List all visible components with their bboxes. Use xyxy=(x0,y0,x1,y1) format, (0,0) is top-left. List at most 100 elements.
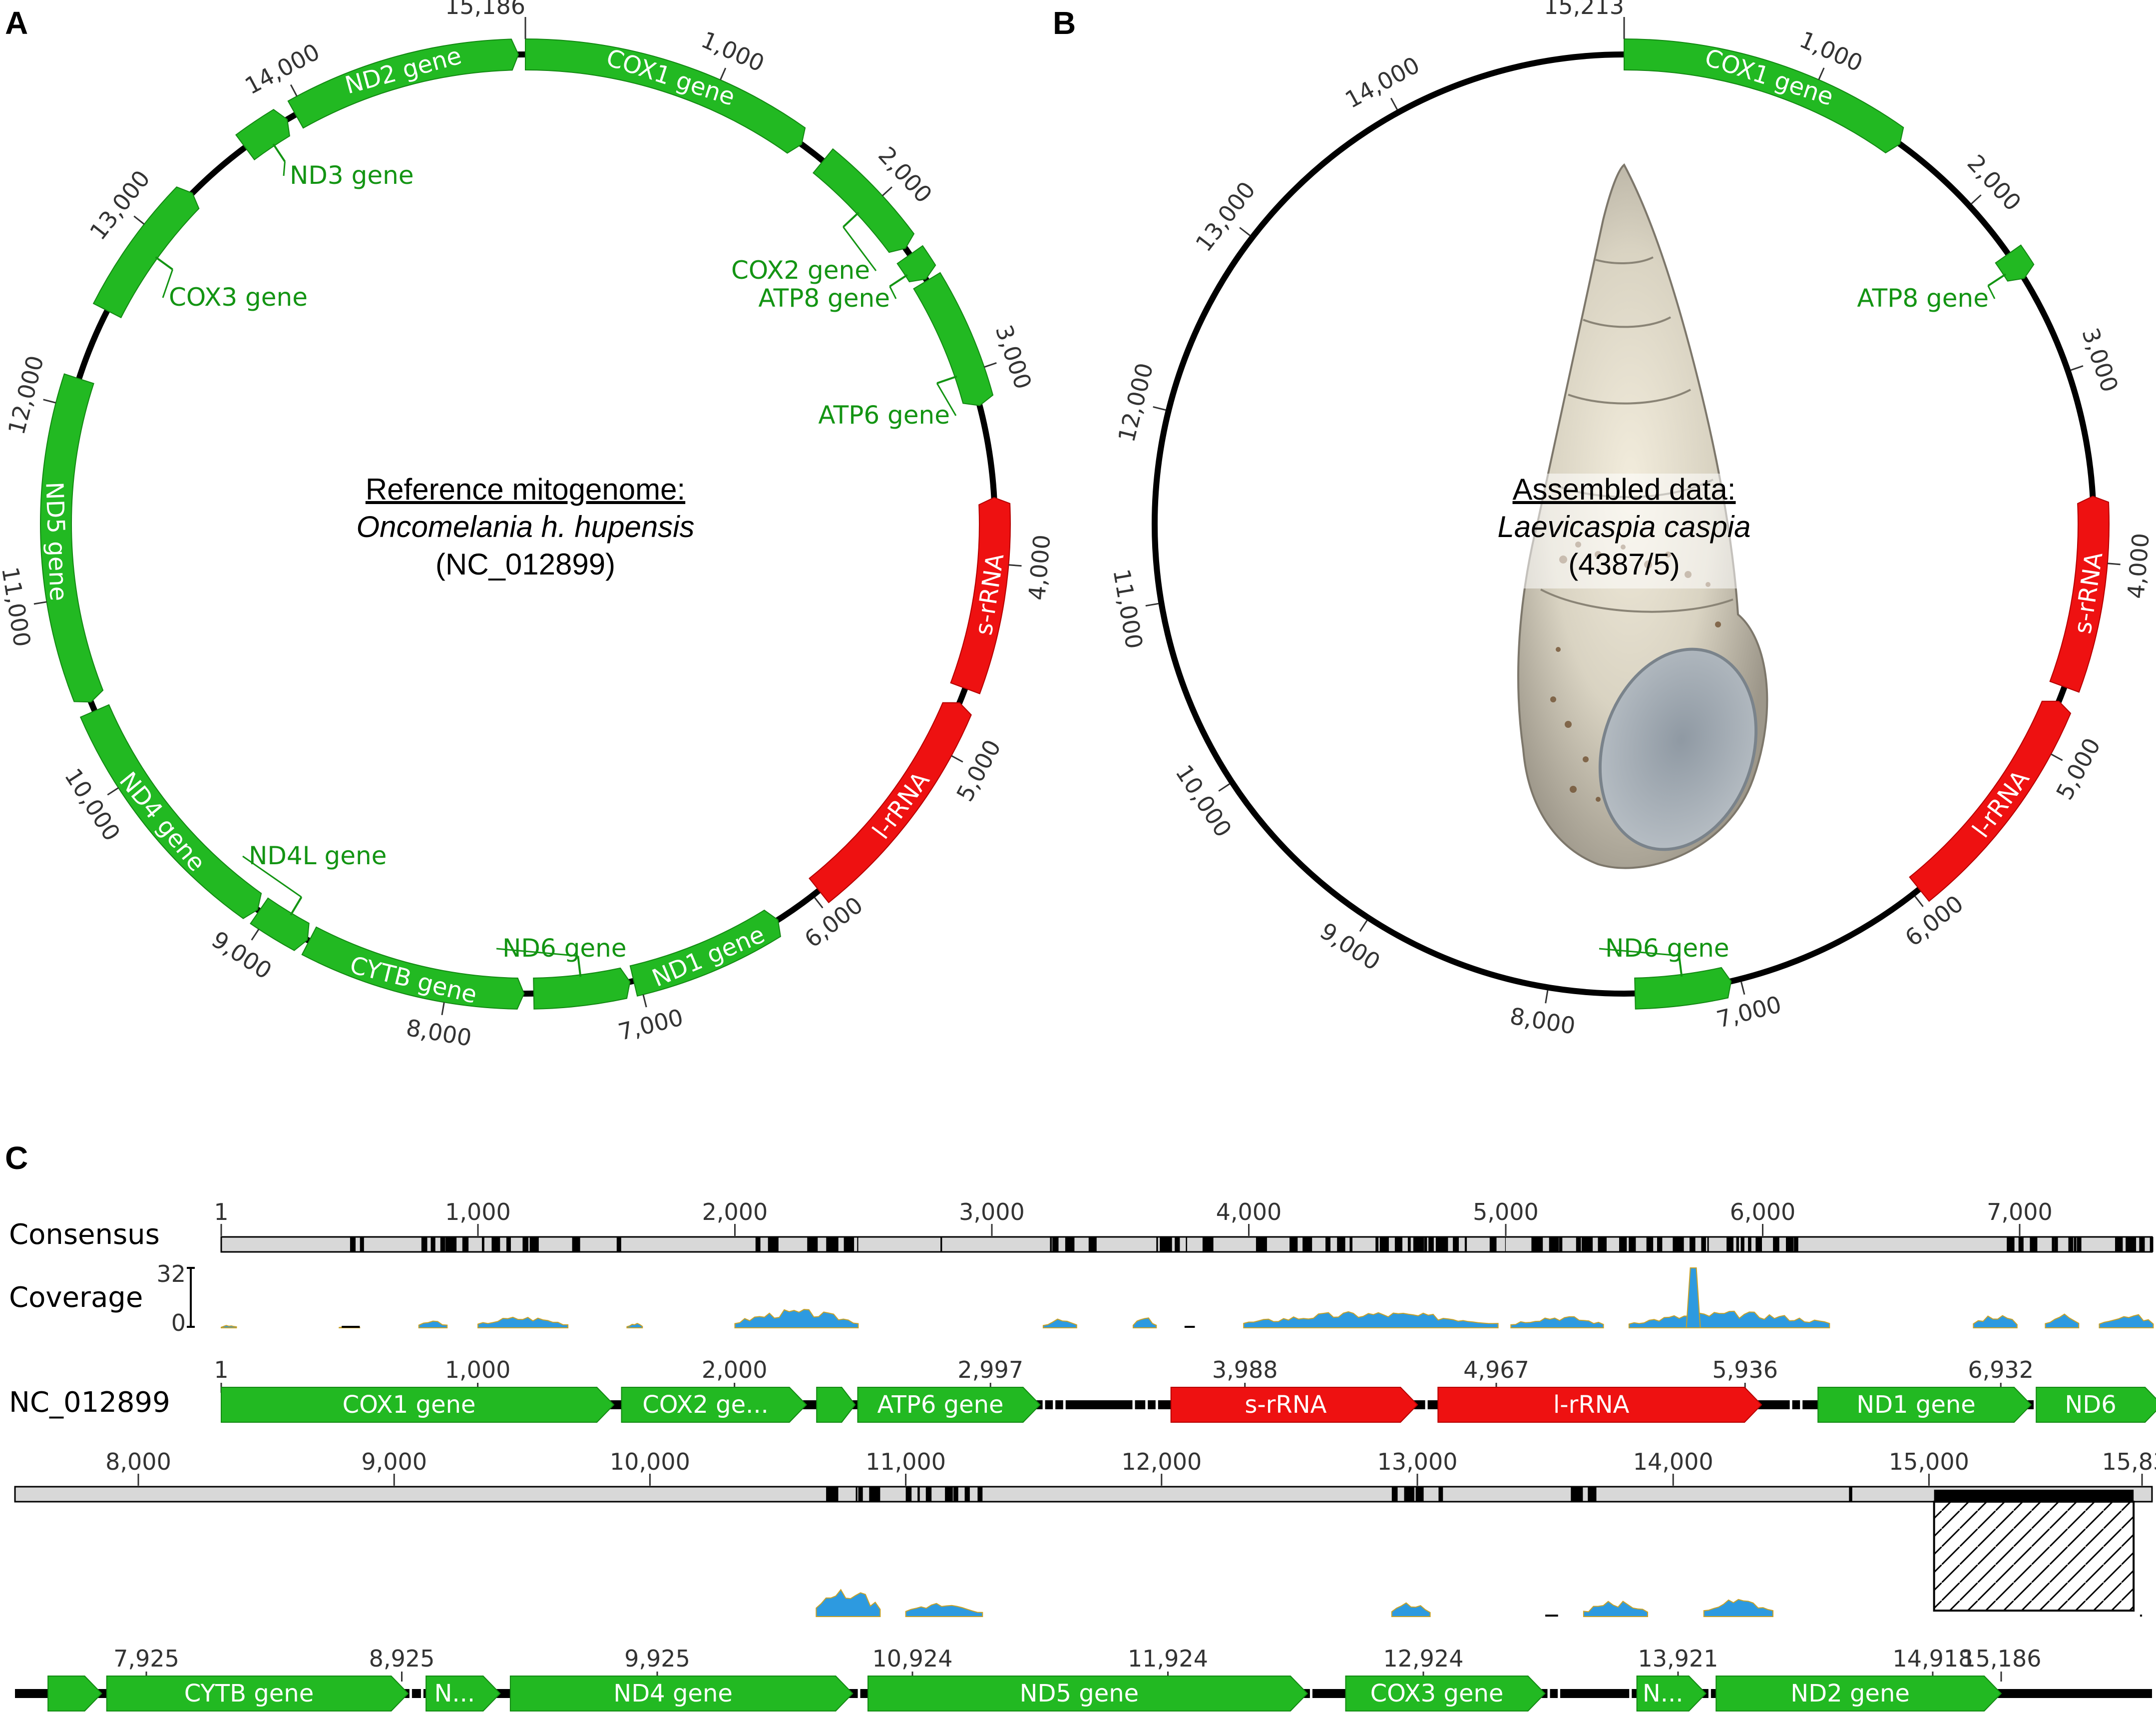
consensus-variant xyxy=(421,1237,428,1252)
tick-label: 7,925 xyxy=(113,1645,179,1672)
coverage-peak xyxy=(1973,1315,2018,1328)
coverage-peak xyxy=(221,1325,237,1328)
tick-label: 3,000 xyxy=(2077,325,2124,396)
consensus-variant xyxy=(440,1237,445,1252)
consensus-variant xyxy=(964,1487,970,1502)
feature-label: ND6 gene xyxy=(1605,934,1729,963)
backbone-gap xyxy=(421,1689,424,1698)
gene-feature xyxy=(301,926,525,1010)
consensus-variant xyxy=(858,1487,863,1502)
tick-label: 1,000 xyxy=(1795,26,1866,77)
tick-mark xyxy=(2070,365,2084,371)
consensus-variant xyxy=(1050,1237,1052,1252)
tick-mark xyxy=(441,1002,445,1016)
start-tick-label: 15,186 xyxy=(445,0,525,19)
gene-feature xyxy=(896,245,936,283)
gene-feature xyxy=(426,1676,501,1712)
coverage-peak xyxy=(1510,1316,1604,1328)
label-leader xyxy=(936,375,957,384)
consensus-variant xyxy=(1576,1237,1581,1252)
gene-feature xyxy=(287,38,519,129)
feature-label: ND4 gene xyxy=(613,1680,733,1708)
consensus-variant xyxy=(1375,1237,1379,1252)
tick-label: 8,000 xyxy=(105,1448,171,1475)
tick-mark xyxy=(881,186,893,197)
consensus-variant xyxy=(1256,1237,1267,1252)
coverage-peak xyxy=(1391,1602,1431,1617)
gene-feature xyxy=(509,1676,854,1712)
gene-feature xyxy=(47,1676,102,1712)
tick-mark xyxy=(107,787,119,796)
consensus-variant xyxy=(1773,1237,1779,1252)
tick-label: 3,000 xyxy=(959,1198,1025,1225)
consensus-variant xyxy=(1302,1237,1312,1252)
consensus-variant xyxy=(1549,1237,1559,1252)
label-leader xyxy=(242,855,302,898)
tick-label: 15,186 xyxy=(1961,1645,2042,1672)
consensus-variant xyxy=(940,1237,942,1252)
gene-feature xyxy=(1817,1387,2032,1423)
tick-mark xyxy=(984,362,997,368)
tick-label: 11,000 xyxy=(0,565,36,649)
consensus-variant xyxy=(1588,1487,1597,1502)
consensus-variant xyxy=(2068,1237,2074,1252)
coverage-peak xyxy=(734,1309,859,1328)
gene-feature xyxy=(533,967,631,1010)
consensus-variant xyxy=(1337,1237,1345,1252)
backbone-gap xyxy=(1708,1689,1711,1698)
coverage-axis xyxy=(187,1267,195,1328)
feature-label: s-rRNA xyxy=(2069,551,2108,636)
gene-feature xyxy=(857,1387,1041,1423)
gene-feature xyxy=(1345,1676,1546,1712)
consensus-variant xyxy=(1413,1237,1424,1252)
tick-label: 6,932 xyxy=(1968,1356,2034,1383)
tick-mark xyxy=(43,399,56,404)
tick-mark xyxy=(642,994,647,1008)
consensus-variant xyxy=(826,1237,839,1252)
tick-label: 5,936 xyxy=(1712,1356,1778,1383)
consensus-variant xyxy=(616,1237,621,1252)
consensus-variant xyxy=(1673,1237,1684,1252)
backbone-gap xyxy=(1547,1689,1550,1698)
feature-label: l-rRNA xyxy=(1553,1391,1630,1419)
consensus-variant xyxy=(2139,1237,2145,1252)
label-leader xyxy=(162,269,174,298)
label-leader xyxy=(843,226,877,271)
consensus-variant xyxy=(856,1487,858,1502)
feature-label: ND2 gene xyxy=(1790,1680,1910,1708)
feature-label: ND6 xyxy=(2065,1391,2116,1419)
feature-label: COX3 gene xyxy=(1370,1680,1504,1708)
feature-label: s-rRNA xyxy=(969,552,1009,637)
tick-mark xyxy=(133,215,145,225)
feature-label: ND5 gene xyxy=(40,482,72,602)
consensus-variant xyxy=(1619,1237,1627,1252)
backbone-gap xyxy=(1789,1400,1792,1409)
tick-label: 8,925 xyxy=(369,1645,435,1672)
label-leader xyxy=(496,948,578,957)
coverage-peak xyxy=(1042,1318,1077,1328)
tick-mark xyxy=(951,755,963,763)
consensus-variant xyxy=(1379,1237,1389,1252)
consensus-variant xyxy=(1453,1237,1459,1252)
feature-label: CYTB gene xyxy=(347,951,479,1009)
tick-mark xyxy=(33,601,47,605)
backbone-gap xyxy=(1042,1400,1045,1409)
rrna-feature xyxy=(809,702,972,904)
feature-label: ND2 gene xyxy=(342,41,464,99)
gene-feature xyxy=(1716,1676,2002,1712)
coverage-peak xyxy=(2045,1313,2080,1328)
backbone-gap xyxy=(2034,1400,2037,1409)
feature-label: ATP6 gene xyxy=(818,401,950,430)
consensus-variant xyxy=(1438,1487,1443,1502)
gene-feature xyxy=(913,272,994,406)
backbone-gap xyxy=(1800,1400,1803,1409)
backbone-gap xyxy=(1053,1400,1056,1409)
consensus-variant xyxy=(1748,1237,1751,1252)
consensus-bar xyxy=(14,1486,2153,1503)
consensus-variant xyxy=(1646,1237,1654,1252)
